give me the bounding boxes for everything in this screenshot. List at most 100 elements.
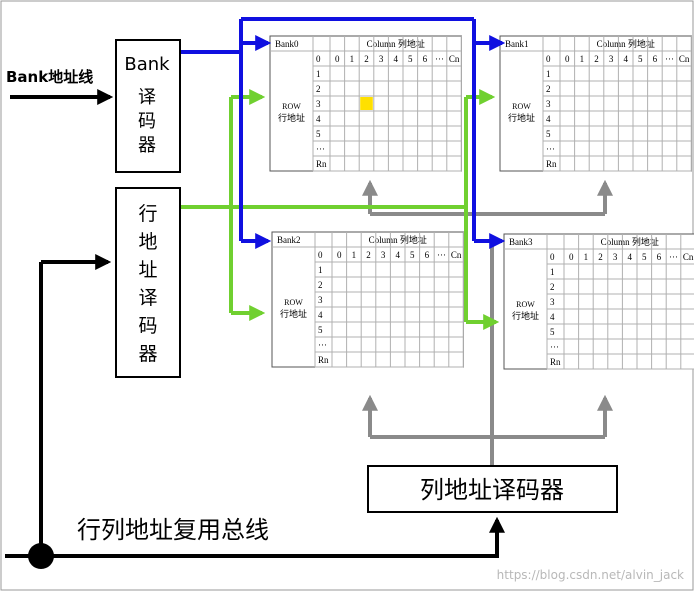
row-label: 3 [316,99,321,109]
bank-decoder-label-line: 器 [138,135,156,156]
bank-decoder-label: Bank 译 码 器 [124,54,170,156]
row-label: 0 [550,252,555,262]
col-label: 2 [598,252,603,262]
row-label: 1 [316,69,321,79]
col-label: Cn [683,252,694,262]
bank-frame [503,233,694,370]
column-address-lines [362,179,613,466]
mux-bus-label: 行列地址复用总线 [77,516,269,544]
selected-cell [360,97,373,110]
row-label: 4 [316,114,321,124]
row-decoder-label-line: 行 [138,203,157,225]
row-title: ROW [516,300,535,309]
row-label: ··· [550,342,559,352]
col-label: 1 [352,250,357,260]
row-title-cn: 行地址 [280,308,307,320]
bank-name: Bank1 [505,39,529,49]
row-label: 4 [550,312,555,322]
row-label: ··· [318,340,327,350]
col-label: 5 [638,54,643,64]
col-label: 0 [335,54,340,64]
row-label: 3 [550,297,555,307]
col-label: 6 [653,54,658,64]
column-header: Column 列地址 [369,234,427,245]
col-decoder-label: 列地址译码器 [420,476,564,504]
row-label: 2 [318,280,323,290]
row-label: ··· [546,144,555,154]
watermark: https://blog.csdn.net/alvin_jack [497,568,684,582]
row-label: Rn [546,159,557,169]
row-decoder-box [115,187,181,378]
row-title-cn: 行地址 [508,112,535,124]
bank-decoder-label-line: 码 [138,111,156,132]
col-label: Cn [451,250,462,260]
row-address-lines [180,89,500,330]
row-label: 2 [550,282,555,292]
row-label: 5 [546,129,551,139]
col-label: 5 [410,250,415,260]
row-decoder-label-line: 码 [138,315,157,337]
row-label: 1 [546,69,551,79]
row-title: ROW [512,102,531,111]
col-label: 1 [584,252,589,262]
bank-bus-label: Bank地址线 [6,68,93,86]
column-header: Column 列地址 [367,38,425,49]
col-label: 2 [364,54,369,64]
row-title-cn: 行地址 [512,310,539,322]
row-label: 3 [546,99,551,109]
col-label: 4 [627,252,632,262]
col-label: 0 [337,250,342,260]
column-header: Column 列地址 [601,236,659,247]
col-label: 1 [580,54,585,64]
row-label: 5 [318,325,323,335]
bank-name: Bank2 [277,235,301,245]
row-label: 1 [318,265,323,275]
row-label: 1 [550,267,555,277]
row-label: 0 [316,54,321,64]
row-decoder-label: 行 地 址 译 码 器 [138,203,157,365]
bank-decoder-box [115,39,181,173]
col-label: ··· [435,54,444,64]
row-title: ROW [284,298,303,307]
row-decoder-label-line: 译 [138,287,157,309]
row-label: Rn [316,159,327,169]
col-label: 6 [423,54,428,64]
row-decoder-label-line: 地 [138,231,157,253]
row-decoder-label-line: 址 [138,259,157,281]
col-label: 3 [379,54,384,64]
row-label: 5 [550,327,555,337]
col-label: 5 [642,252,647,262]
col-decoder-box [367,465,618,513]
row-label: 3 [318,295,323,305]
col-label: 4 [393,54,398,64]
row-label: 2 [546,84,551,94]
col-label: 5 [408,54,413,64]
row-decoder-label-line: 器 [138,343,157,365]
col-label: 2 [366,250,371,260]
row-label: 4 [546,114,551,124]
mux-bus-lines [5,89,505,558]
col-label: 0 [569,252,574,262]
bank-decoder-label-line: Bank [124,54,170,75]
row-label: Rn [318,355,329,365]
row-title-cn: 行地址 [278,112,305,124]
col-label: 6 [657,252,662,262]
col-label: 4 [395,250,400,260]
bank-decoder-label-line: 译 [138,87,156,108]
col-label: Cn [449,54,460,64]
column-header: Column 列地址 [597,38,655,49]
col-label: 3 [609,54,614,64]
col-label: 0 [565,54,570,64]
bank-select-lines [180,17,506,249]
col-label: 3 [613,252,618,262]
row-label: ··· [316,144,325,154]
col-label: ··· [669,252,678,262]
row-label: 0 [546,54,551,64]
col-label: 6 [425,250,430,260]
row-title: ROW [282,102,301,111]
